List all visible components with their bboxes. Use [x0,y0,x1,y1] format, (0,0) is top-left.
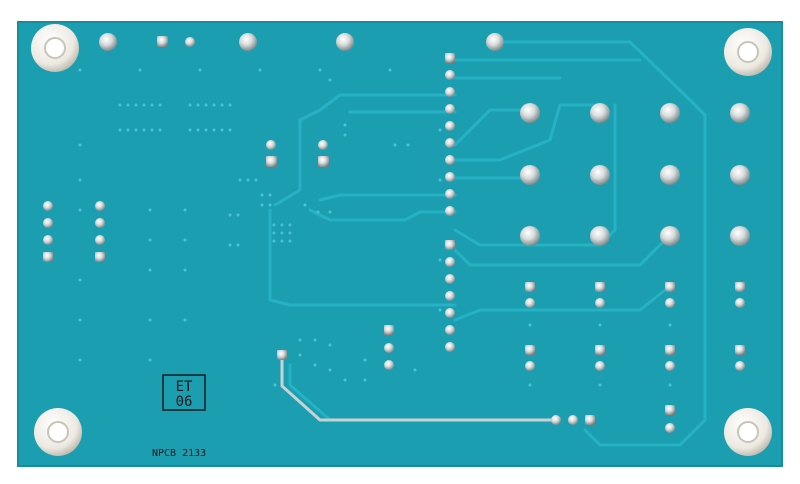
component-pads-right [277,282,745,433]
terminal-pad-grid [520,103,750,246]
top-row-pads [99,33,504,51]
via-field [78,68,672,387]
mounting-standoffs [31,24,772,456]
silkscreen-box-line2: 06 [176,394,193,410]
silkscreen-label: NPCB 2133 [152,448,206,459]
left-pad-groups [43,140,329,262]
silkscreen-box-line1: ET [176,379,193,395]
header-pin-column [445,53,455,352]
silkscreen-marking: ET 06 NPCB 2133 [152,374,206,459]
exposed-copper-trace [280,356,552,422]
